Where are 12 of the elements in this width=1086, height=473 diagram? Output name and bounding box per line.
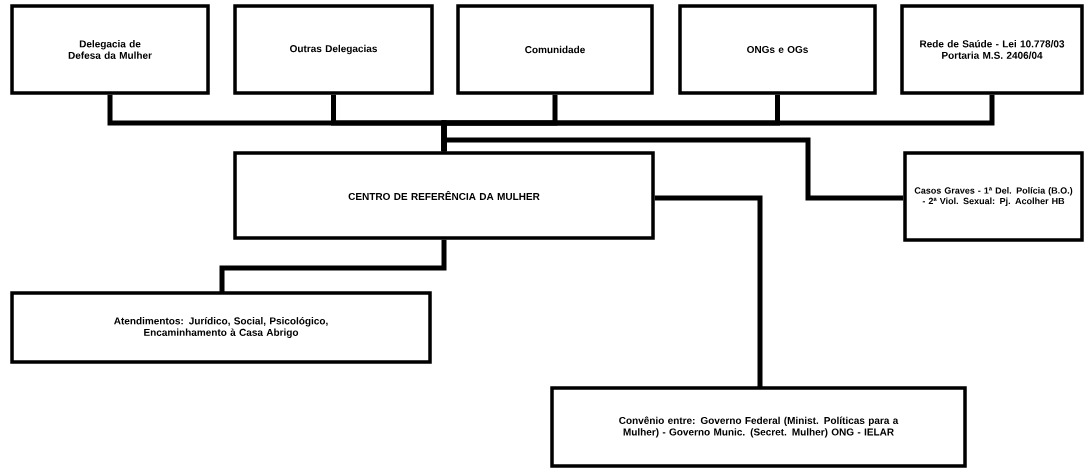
text-box: Outras Delegacias: [233, 4, 434, 95]
text-box: CENTRO DE REFERÊNCIA DA MULHER: [233, 151, 655, 240]
connector-line: [654, 195, 763, 388]
text-box: Comunidade: [456, 4, 654, 95]
text-box: Delegacia de Defesa da Mulher: [10, 4, 210, 95]
text-box: ONGs e OGs: [678, 4, 877, 95]
text-box: Rede de Saúde - Lei 10.778/03 Portaria M.S. 2406/04: [900, 4, 1084, 95]
text-box: Atendimentos: Jurídico, Social, Psicológico, Encaminhamento à Casa Abrigo: [10, 291, 432, 364]
connector-line: [219, 239, 447, 293]
connector-line: [441, 137, 904, 201]
text-box: Convênio entre: Governo Federal (Minist. Políticas para a Mulher) - Governo Munic. (Secret. Mulher) ONG - IELAR: [550, 386, 967, 468]
text-box: Casos Graves - 1ª Del. Polícia (B.O.) - 2ª Viol. Sexual: Pj. Acolher HB: [903, 151, 1084, 242]
